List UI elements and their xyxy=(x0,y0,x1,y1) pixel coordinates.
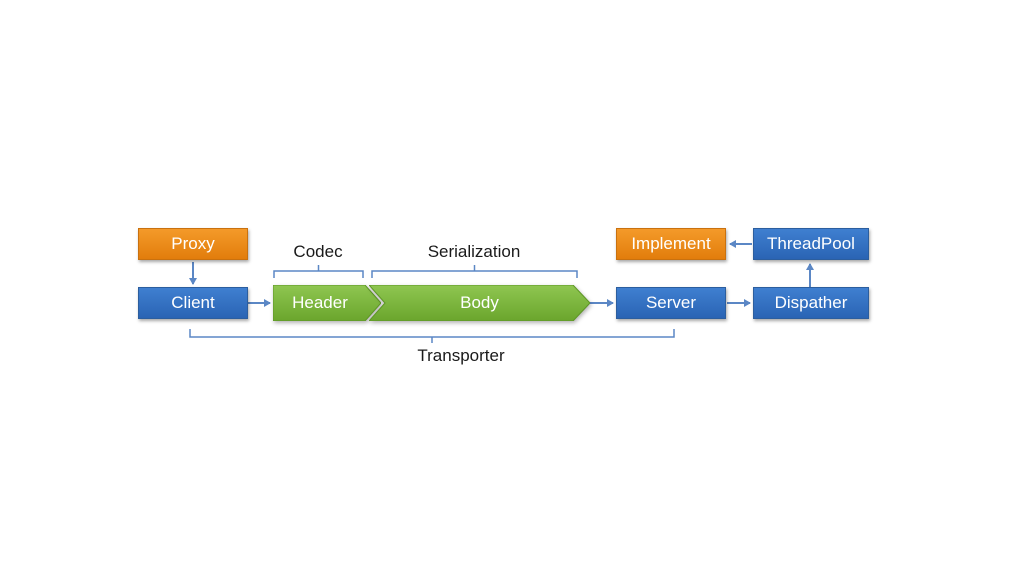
server-label: Server xyxy=(645,293,697,312)
header-chevron: Header xyxy=(273,285,381,321)
implement-node: Implement xyxy=(616,228,726,260)
header-label: Header xyxy=(292,293,348,312)
body-chevron: Body xyxy=(369,285,590,321)
threadpool-label: ThreadPool xyxy=(767,234,855,253)
transporter-bracket xyxy=(189,329,675,343)
proxy-node: Proxy xyxy=(138,228,248,260)
client-label: Client xyxy=(171,293,215,312)
client-node: Client xyxy=(138,287,248,319)
server-node: Server xyxy=(616,287,726,319)
transporter-label: Transporter xyxy=(417,346,505,365)
serialization-label: Serialization xyxy=(427,242,521,261)
serialization-bracket xyxy=(371,265,578,278)
threadpool-node: ThreadPool xyxy=(753,228,869,260)
dispatcher-node: Dispather xyxy=(753,287,869,319)
codec-bracket xyxy=(273,265,364,278)
codec-label: Codec xyxy=(293,242,343,261)
dispatcher-label: Dispather xyxy=(774,293,848,312)
body-label: Body xyxy=(460,293,499,312)
proxy-label: Proxy xyxy=(171,234,215,253)
implement-label: Implement xyxy=(631,234,711,253)
